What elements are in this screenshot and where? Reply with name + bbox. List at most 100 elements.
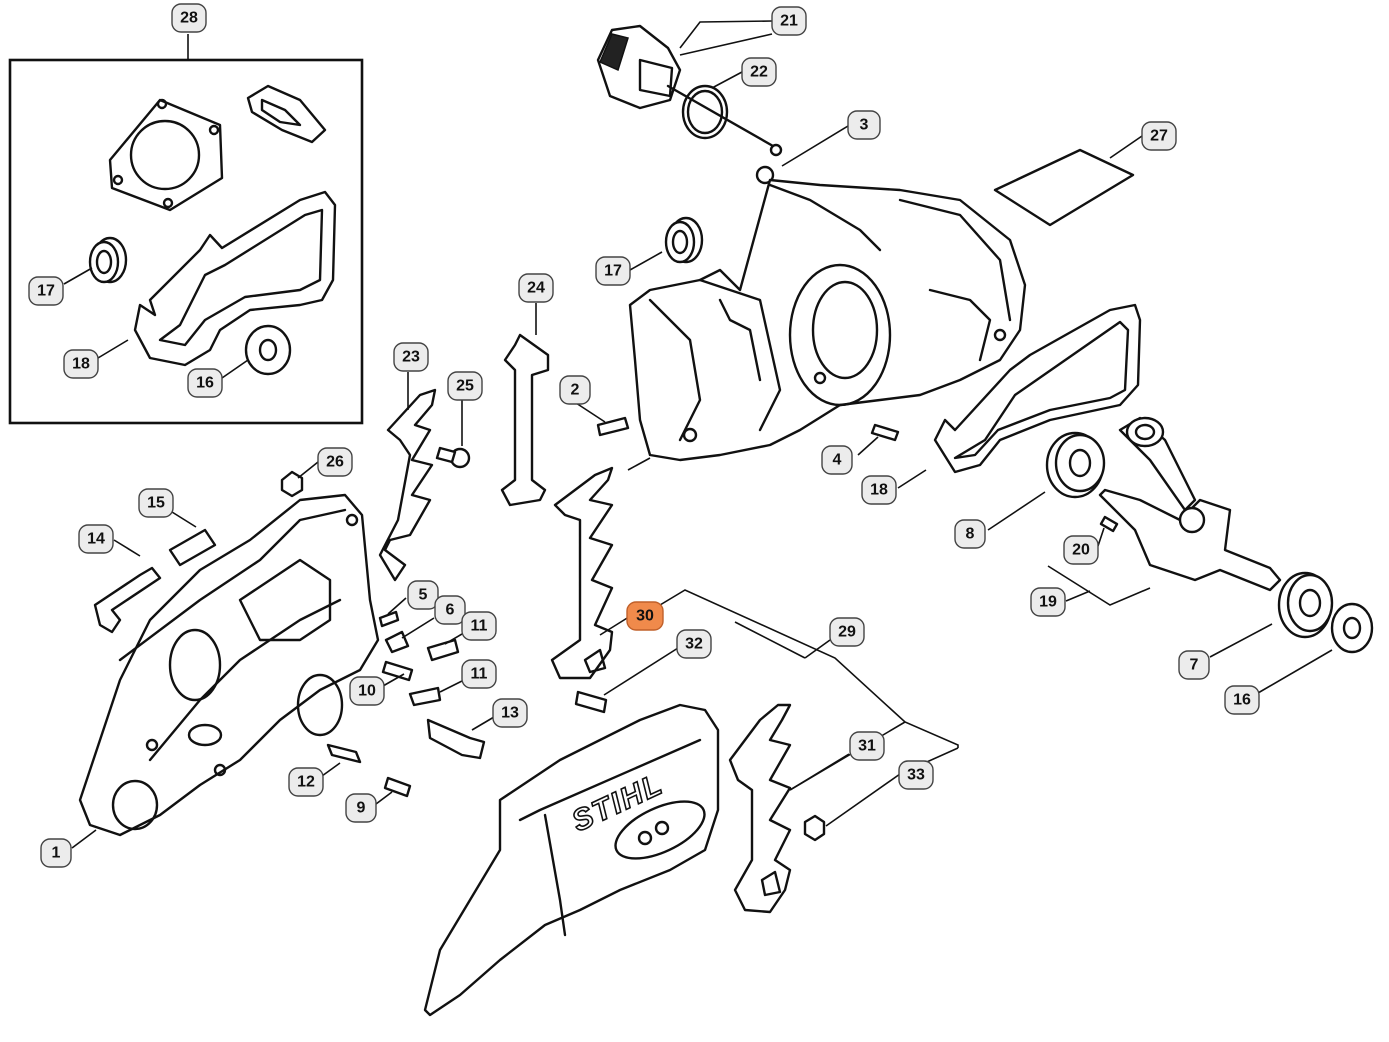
svg-text:8: 8 [966,526,975,543]
key [1099,515,1119,533]
svg-text:18: 18 [870,482,888,499]
svg-text:15: 15 [147,495,165,512]
o-ring [681,84,729,140]
callout-18-inset[interactable]: 18 [63,349,99,379]
label-plate [993,148,1135,227]
svg-text:29: 29 [838,624,856,641]
crankshaft-assembly [1045,416,1374,654]
svg-text:13: 13 [501,705,519,722]
svg-text:31: 31 [858,738,876,755]
callout-20[interactable]: 20 [1063,535,1099,565]
svg-text:20: 20 [1072,542,1090,559]
callout-1[interactable]: 1 [40,838,72,868]
callout-29[interactable]: 29 [829,617,865,647]
callout-28[interactable]: 28 [171,3,207,33]
crankcase-gasket-right [933,303,1142,474]
callout-19[interactable]: 19 [1030,587,1066,617]
callout-16-right[interactable]: 16 [1224,685,1260,715]
callout-33[interactable]: 33 [898,760,934,790]
svg-text:14: 14 [87,531,105,548]
cylinder-gasket-bore [129,119,201,191]
callout-24[interactable]: 24 [518,273,554,303]
svg-text:1: 1 [52,845,61,862]
bushing [755,165,775,185]
crankcase-body [628,178,1027,462]
callout-2[interactable]: 2 [559,375,591,405]
callout-26[interactable]: 26 [317,447,353,477]
callout-17-right[interactable]: 17 [595,256,631,286]
cylinder-gasket [108,98,224,212]
sprocket-cover: STIHL [423,703,720,1017]
svg-text:11: 11 [471,666,488,683]
dowel-pin [870,423,900,442]
svg-text:17: 17 [37,283,55,300]
svg-text:2: 2 [571,382,580,399]
screw-2 [596,416,630,437]
svg-text:18: 18 [72,356,90,373]
callout-18-right[interactable]: 18 [861,475,897,505]
oil-pump-assembly [596,24,783,185]
washer [244,324,292,376]
svg-text:16: 16 [196,375,214,392]
cover-body [423,703,720,1017]
callout-14[interactable]: 14 [78,524,114,554]
svg-text:3: 3 [860,117,869,134]
callout-16-inset[interactable]: 16 [187,368,223,398]
leader-lines [63,20,1333,849]
callout-31[interactable]: 31 [849,731,885,761]
callout-10[interactable]: 10 [349,676,385,706]
callout-21[interactable]: 21 [771,6,807,36]
callout-9[interactable]: 9 [345,793,377,823]
callout-12[interactable]: 12 [288,767,324,797]
lever-14 [93,566,162,634]
callout-11-upper[interactable]: 11 [461,611,497,641]
svg-text:27: 27 [1150,128,1168,145]
svg-text:30: 30 [636,608,654,625]
callout-7[interactable]: 7 [1178,650,1210,680]
callout-13[interactable]: 13 [492,698,528,728]
callout-32[interactable]: 32 [676,629,712,659]
plate-24 [500,333,550,507]
callout-22[interactable]: 22 [741,57,777,87]
svg-text:22: 22 [750,64,768,81]
callout-30[interactable]: 30 [626,601,664,631]
inset-frame [8,58,364,425]
svg-text:21: 21 [780,13,798,30]
screw-32 [574,690,608,714]
callout-23[interactable]: 23 [393,342,429,372]
callouts: 28 21 22 3 27 17 18 16 17 24 23 25 2 26 … [28,3,1260,868]
svg-text:17: 17 [604,263,622,280]
svg-text:32: 32 [685,636,703,653]
svg-text:12: 12 [297,774,315,791]
cover-emblem [614,800,706,860]
spike-30 [550,466,614,680]
crankcase-bore [788,263,892,407]
callout-15[interactable]: 15 [138,488,174,518]
svg-text:10: 10 [358,683,376,700]
svg-text:26: 26 [326,454,344,471]
callout-3[interactable]: 3 [847,110,881,140]
svg-text:33: 33 [907,767,925,784]
svg-text:19: 19 [1039,594,1057,611]
crankcase-gasket [133,190,337,367]
svg-text:9: 9 [357,800,366,817]
svg-text:11: 11 [471,618,488,635]
spike-23 [378,388,437,582]
callout-11-lower[interactable]: 11 [461,659,497,689]
svg-text:16: 16 [1233,692,1251,709]
svg-text:25: 25 [456,378,474,395]
callout-4[interactable]: 4 [821,445,853,475]
svg-text:6: 6 [446,602,455,619]
callout-25[interactable]: 25 [447,371,483,401]
washer-16 [1330,602,1374,654]
cap-nut [280,470,304,498]
svg-text:28: 28 [180,10,198,27]
callout-6[interactable]: 6 [434,595,466,625]
callout-5[interactable]: 5 [407,580,439,610]
callout-17-inset[interactable]: 17 [28,276,64,306]
svg-text:5: 5 [419,587,428,604]
callout-27[interactable]: 27 [1141,121,1177,151]
crankcase-left [78,493,380,837]
callout-8[interactable]: 8 [954,519,986,549]
